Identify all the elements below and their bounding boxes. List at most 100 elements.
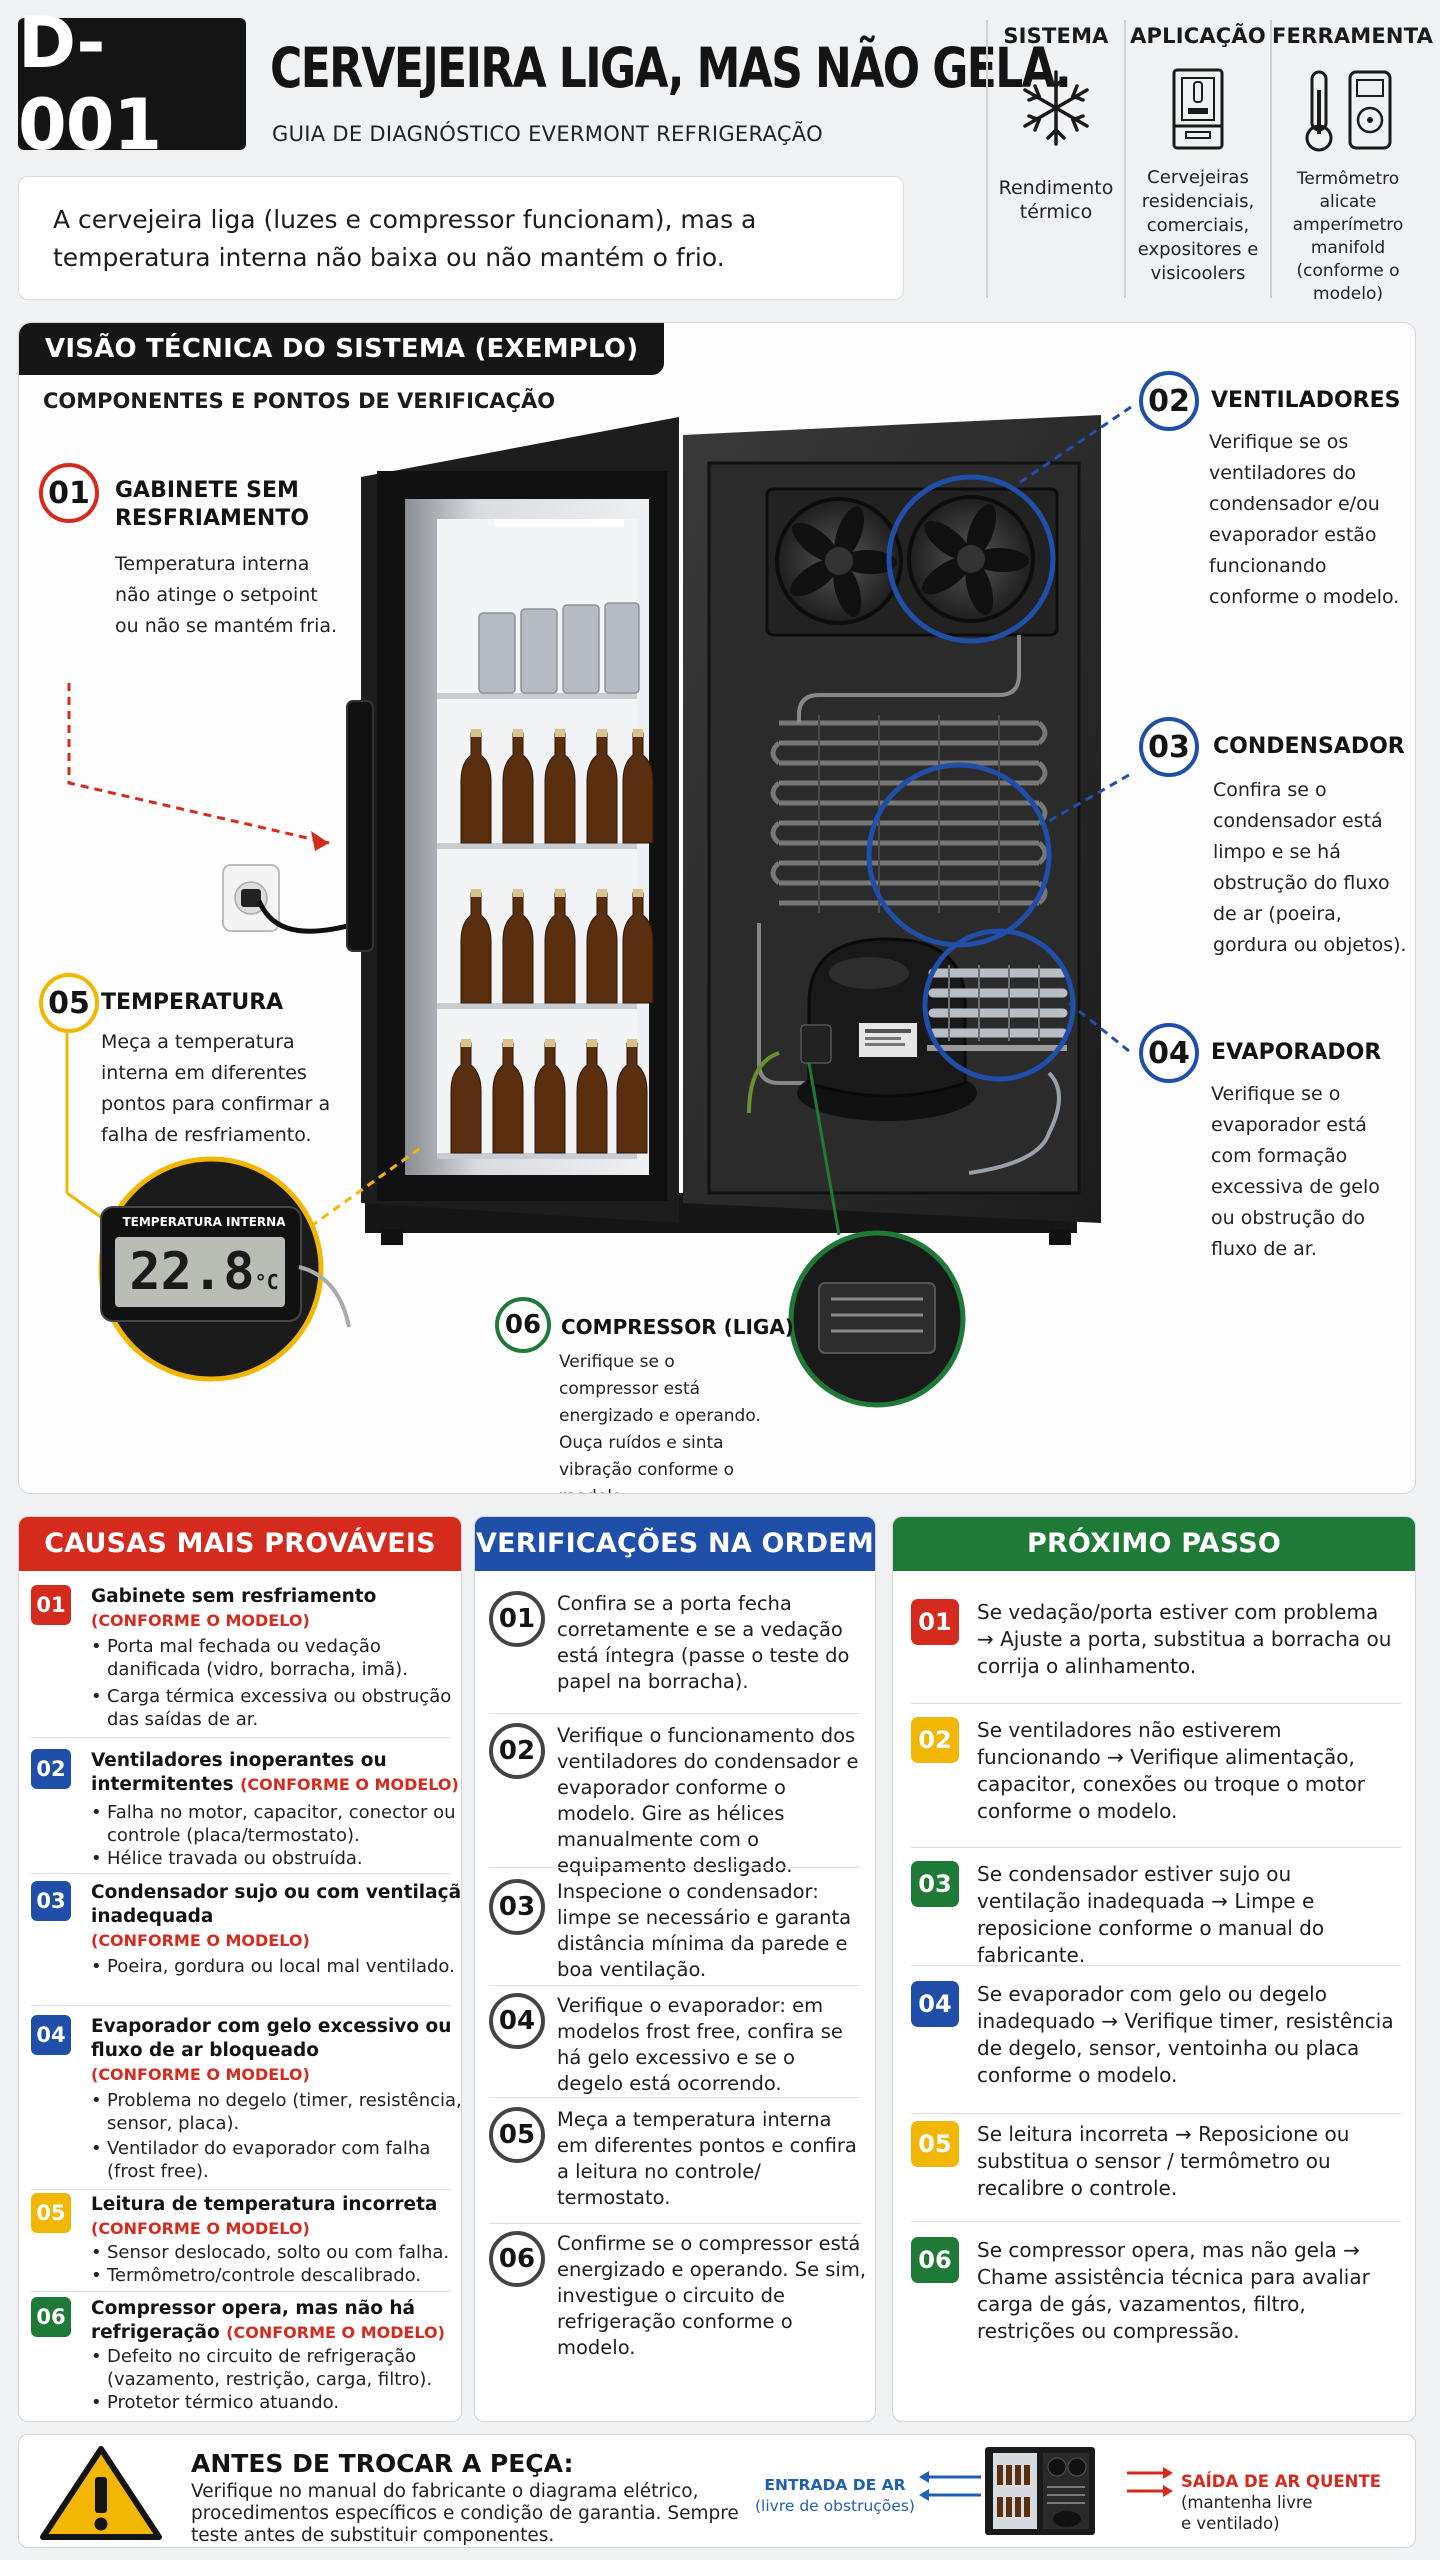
category-value: Termômetro alicate amperímetro manifold … (1292, 169, 1404, 304)
step-text: Se compressor opera, mas não gela → Cham… (977, 2238, 1370, 2343)
check-number: 04 (489, 1993, 545, 2049)
callout-04: 04 (1139, 1023, 1199, 1083)
step-number: 04 (911, 1981, 959, 2027)
callout-number: 02 (1139, 371, 1199, 431)
step-text: Se vedação/porta estiver com problema → … (977, 1600, 1392, 1678)
cause-badge: 03 (31, 1881, 71, 1921)
step-number: 01 (911, 1599, 959, 1645)
category-value: Cervejeiras residenciais, comerciais, ex… (1137, 167, 1259, 284)
callout-title: COMPRESSOR (LIGA) (561, 1315, 794, 1339)
cooler-thumbnail-icon (985, 2447, 1095, 2535)
divider (489, 2097, 861, 2098)
cause-bullet: Poeira, gordura ou local mal ventilado. (91, 1955, 461, 1978)
divider (489, 2223, 861, 2224)
page-subtitle: GUIA DE DIAGNÓSTICO EVERMONT REFRIGERAÇÃ… (272, 122, 823, 146)
callout-number: 06 (495, 1297, 551, 1353)
cause-badge: 02 (31, 1749, 71, 1789)
divider (31, 2005, 451, 2006)
next-step-title: PRÓXIMO PASSO (893, 1517, 1415, 1571)
cause-bullet: Porta mal fechada ou vedação danificada … (91, 1635, 461, 1681)
cause-bullet: Falha no motor, capacitor, conector ou c… (91, 1801, 461, 1847)
check-number: 06 (489, 2231, 545, 2287)
cause-bullet: Carga térmica excessiva ou obstrução das… (91, 1685, 461, 1731)
check-number: 02 (489, 1723, 545, 1779)
callout-text: Temperatura interna não atinge o setpoin… (115, 553, 338, 637)
air-inlet-arrows-icon (919, 2471, 981, 2501)
cause-bullet: Protetor térmico atuando. (91, 2391, 461, 2414)
page-title: CERVEJEIRA LIGA, MAS NÃO GELA. (270, 36, 1072, 100)
cause-bullet: Hélice travada ou obstruída. (91, 1847, 461, 1870)
cause-title: Evaporador com gelo excessivo ou fluxo d… (91, 2015, 461, 2087)
cause-badge: 05 (31, 2193, 71, 2233)
system-title: VISÃO TÉCNICA DO SISTEMA (EXEMPLO) (19, 323, 665, 375)
power-cord (256, 899, 360, 934)
callout-title: CONDENSADOR (1213, 734, 1405, 759)
check-text: Verifique o evaporador: em modelos frost… (557, 1994, 843, 2095)
refrigerator-icon (1172, 68, 1224, 150)
callout-number: 05 (39, 973, 99, 1033)
system-overview-panel: VISÃO TÉCNICA DO SISTEMA (EXEMPLO) COMPO… (18, 322, 1416, 1494)
thermometer-meter-icon (1305, 70, 1392, 152)
check-text: Meça a temperatura interna em diferentes… (557, 2108, 857, 2209)
category-label: SISTEMA (1003, 24, 1109, 48)
callout-title: GABINETE SEM RESFRIAMENTO (115, 478, 310, 531)
air-inlet-title: ENTRADA DE AR (764, 2476, 906, 2494)
cause-title-text: Evaporador com gelo excessivo ou fluxo d… (91, 2016, 452, 2061)
cause-bullets: Falha no motor, capacitor, conector ou c… (91, 1801, 461, 1870)
callout-03: 03 (1139, 717, 1199, 777)
cause-bullet: Problema no degelo (timer, resistência, … (91, 2089, 461, 2135)
cause-badge: 01 (31, 1585, 71, 1625)
check-text: Inspecione o condensador: limpe se neces… (557, 1880, 852, 1981)
callout-02: 02 (1139, 371, 1199, 431)
check-number: 01 (489, 1591, 545, 1647)
fan-right (907, 495, 1035, 623)
snowflake-icon (1023, 70, 1089, 146)
checks-column: VERIFICAÇÕES NA ORDEM 01 Confira se a po… (474, 1516, 876, 2422)
divider (911, 2113, 1401, 2114)
beer-cooler-illustration (65, 405, 1132, 1408)
callout-text: Meça a temperatura interna em diferentes… (101, 1031, 331, 1146)
category-separator (1270, 20, 1272, 298)
cause-tag: (CONFORME O MODELO) (91, 1611, 310, 1630)
step-number: 06 (911, 2237, 959, 2283)
fan-left (775, 497, 903, 625)
category-tool: FERRAMENTA Termômetro alicate amperímetr… (1272, 18, 1433, 304)
divider (31, 2291, 451, 2292)
step-text: Se condensador estiver sujo ou ventilaçã… (977, 1862, 1325, 1967)
diagnostic-code: D-001 (18, 2, 246, 166)
thermometer-label: TEMPERATURA INTERNA (122, 1215, 286, 1229)
category-value: Rendimento térmico (998, 177, 1114, 223)
divider (31, 1873, 451, 1874)
cause-tag: (CONFORME O MODELO) (91, 2065, 310, 2084)
check-number: 03 (489, 1879, 545, 1935)
callout-number: 03 (1139, 717, 1199, 777)
cause-title: Compressor opera, mas não há refrigeraçã… (91, 2297, 461, 2345)
divider (31, 1737, 451, 1738)
cause-title-text: Condensador sujo ou com ventilação inade… (91, 1882, 462, 1927)
air-inlet-note: (livre de obstruções) (755, 2497, 915, 2515)
cause-title-text: Compressor opera, mas não há refrigeraçã… (91, 2298, 416, 2343)
callout-title: EVAPORADOR (1211, 1040, 1382, 1065)
causes-column: CAUSAS MAIS PROVÁVEIS 01 Gabinete sem re… (18, 1516, 462, 2422)
cause-bullet: Ventilador do evaporador com falha (fros… (91, 2137, 461, 2183)
compressor (747, 937, 977, 1121)
divider (911, 1965, 1401, 1966)
cause-bullets: Porta mal fechada ou vedação danificada … (91, 1635, 461, 1731)
cause-title: Gabinete sem resfriamento (CONFORME O MOD… (91, 1585, 461, 1633)
cause-bullet: Termômetro/controle descalibrado. (91, 2264, 461, 2287)
category-system: SISTEMA Rendimento térmico (988, 18, 1124, 298)
check-number: 05 (489, 2107, 545, 2163)
callout-text: Verifique se o compressor está energizad… (559, 1352, 761, 1493)
fan-highlight (886, 474, 1056, 644)
cause-badge: 04 (31, 2015, 71, 2055)
system-subtitle: COMPONENTES E PONTOS DE VERIFICAÇÃO (43, 389, 556, 413)
cause-bullets: Problema no degelo (timer, resistência, … (91, 2089, 461, 2183)
next-step-column: PRÓXIMO PASSO 01 Se vedação/porta estive… (892, 1516, 1416, 2422)
cause-badge: 06 (31, 2297, 71, 2337)
air-outlet-label: SAÍDA DE AR QUENTE (mantenha livre e ven… (1181, 2471, 1381, 2534)
warning-bar: ANTES DE TROCAR A PEÇA: Verifique no man… (18, 2434, 1416, 2548)
callout-number: 01 (39, 463, 99, 523)
divider (489, 1985, 861, 1986)
cause-title-text: Gabinete sem resfriamento (91, 1586, 377, 1607)
divider (31, 2189, 451, 2190)
